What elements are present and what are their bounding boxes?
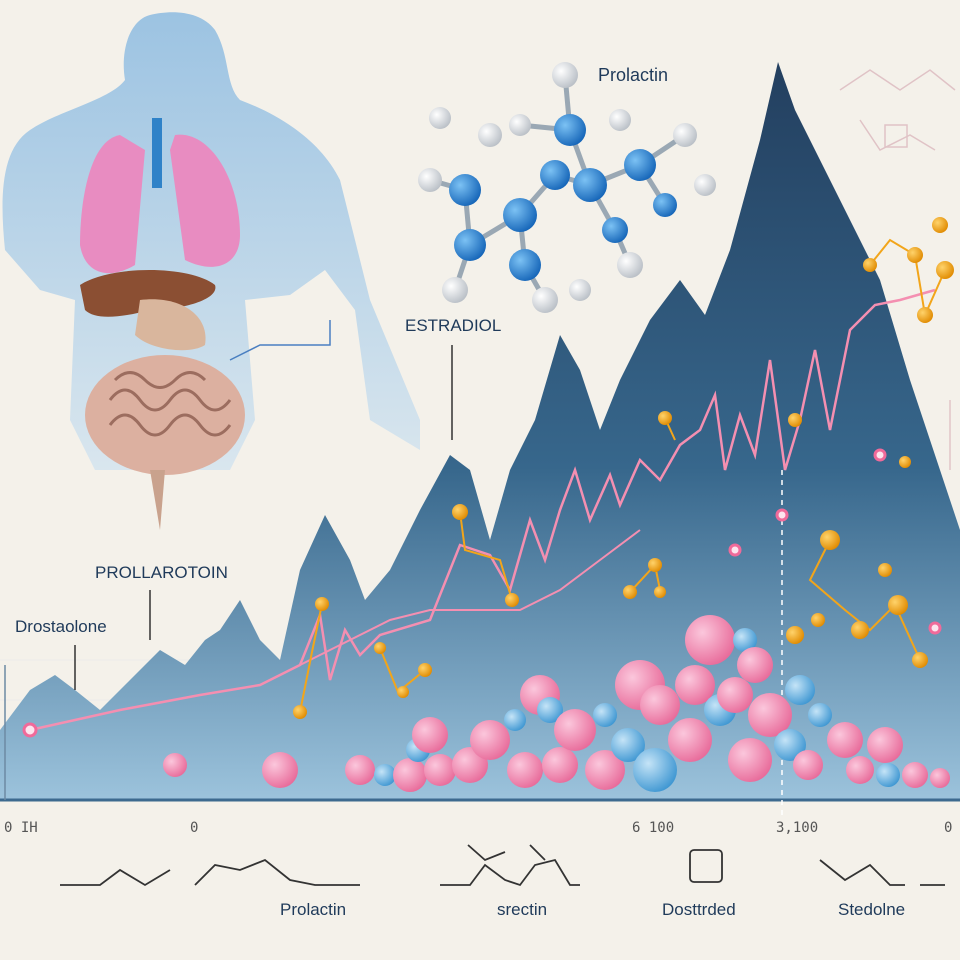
bottom-label-stedolne: Stedolne <box>838 900 906 919</box>
molecule-structure <box>418 62 716 313</box>
x-tick-label: 0 <box>190 820 199 836</box>
x-tick-label: 0 IH <box>4 820 38 836</box>
bottom-structures <box>60 844 945 887</box>
pink-trend-line <box>29 288 936 732</box>
x-tick-label: 3,100 <box>776 820 819 836</box>
label-estradiol: ESTRADIOL <box>405 316 502 335</box>
gold-nodes <box>293 217 954 719</box>
label-drostaolone: Drostaolone <box>15 617 107 636</box>
x-tick-label: 6 100 <box>632 820 675 836</box>
bottom-label-srectin: srectin <box>497 900 548 919</box>
x-tick-label: 0 <box>944 820 953 836</box>
human-torso <box>2 12 420 530</box>
label-prolactin-top: Prolactin <box>598 65 669 85</box>
faint-sketch <box>839 69 956 470</box>
label-prolarotoin: PROLLAROTOIN <box>95 563 228 582</box>
bottom-label-prolactin: Prolactin <box>280 900 347 919</box>
mountain-area <box>0 62 960 800</box>
bottom-label-dosttrded: Dosttrded <box>662 900 736 919</box>
sphere-pile <box>163 615 950 792</box>
